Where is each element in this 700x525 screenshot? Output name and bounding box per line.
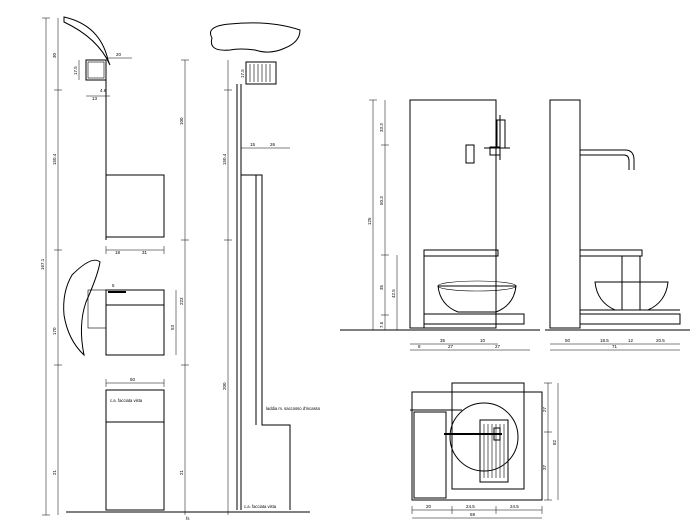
- dim-rf-35: 35: [379, 284, 384, 290]
- dim-rf-125: 125: [367, 217, 372, 225]
- right-front-elevation: 125 33.3 50.3 35 7.5 42.5 35 10 8: [340, 99, 540, 351]
- dim-mid-223: 223: [179, 297, 184, 305]
- dim-bottom: 21: [52, 469, 57, 475]
- dim-small: 4.6: [100, 88, 107, 93]
- dim-handle: 17.5: [73, 66, 78, 75]
- dim-top: 30: [52, 52, 57, 58]
- dim-plan-37: 37: [542, 464, 547, 470]
- dim-mid-200: 200: [222, 382, 227, 390]
- dim-mid: 170: [52, 327, 57, 335]
- dim-mid-100: 100: [179, 117, 184, 125]
- left-elevation: 167.1 30 150.4 170 21 17.5 20 4.6 13 18 …: [40, 16, 200, 516]
- dim-rf-50: 50.3: [379, 196, 384, 205]
- dim-plan-69: 69: [470, 512, 476, 517]
- dim-mid-15: 15: [250, 142, 256, 147]
- dim-total: 167.1: [40, 258, 45, 270]
- dim-mid-26: 26: [270, 142, 276, 147]
- dim-mid-150: 150.4: [222, 153, 227, 165]
- dim-rs-50: 50: [565, 338, 571, 343]
- label-mid-bottom: c.a. facciata vista: [244, 504, 277, 509]
- dim-rs-18: 18.5: [600, 338, 609, 343]
- dim-mid-head: 17.5: [240, 69, 245, 78]
- dim-rs-12: 12: [628, 338, 634, 343]
- dim-rf-b27b: 27: [495, 344, 501, 349]
- dim-side-b: 53: [170, 324, 175, 330]
- plan-view: 27 37 82 20 24.5 24.5 69: [410, 382, 559, 519]
- dim-bottom-width: 50: [130, 377, 136, 382]
- dim-rf-33: 33.3: [379, 123, 384, 132]
- dim-rs-20: 20.5: [656, 338, 665, 343]
- dim-rf-b8: 8: [418, 344, 421, 349]
- right-side-elevation: 50 18.5 12 20.5 71: [545, 99, 690, 351]
- middle-elevation: 100 223 21 150.4 200 17.5 15 26 laddia m…: [179, 22, 321, 521]
- dim-rf-b27: 27: [448, 344, 454, 349]
- label-mid-top: laddia m. saccosso d'incasso: [266, 406, 321, 411]
- dim-small2: 13: [92, 96, 98, 101]
- dim-rf-b10: 10: [480, 338, 486, 343]
- dim-plan-24a: 24.5: [466, 504, 475, 509]
- dim-block-a: 18: [115, 250, 121, 255]
- dim-rs-71: 71: [612, 344, 618, 349]
- dim-plan-24b: 24.5: [510, 504, 519, 509]
- dim-rf-b35: 35: [440, 338, 446, 343]
- dim-plan-27: 27: [542, 406, 547, 412]
- dim-block-b: 31: [142, 250, 148, 255]
- dim-plan-20: 20: [426, 504, 432, 509]
- dim-mid-21: 21: [179, 469, 184, 475]
- dim-rf-42: 42.5: [391, 289, 396, 298]
- dim-side-a: 5: [112, 283, 115, 288]
- label-front-left: c.a. facciata vista: [110, 398, 143, 403]
- dim-offset: 20: [116, 52, 122, 57]
- dim-upper: 150.4: [52, 153, 57, 165]
- dim-rf-7: 7.5: [379, 321, 384, 328]
- dim-plan-82: 82: [552, 439, 557, 445]
- label-floor: fs: [186, 516, 190, 521]
